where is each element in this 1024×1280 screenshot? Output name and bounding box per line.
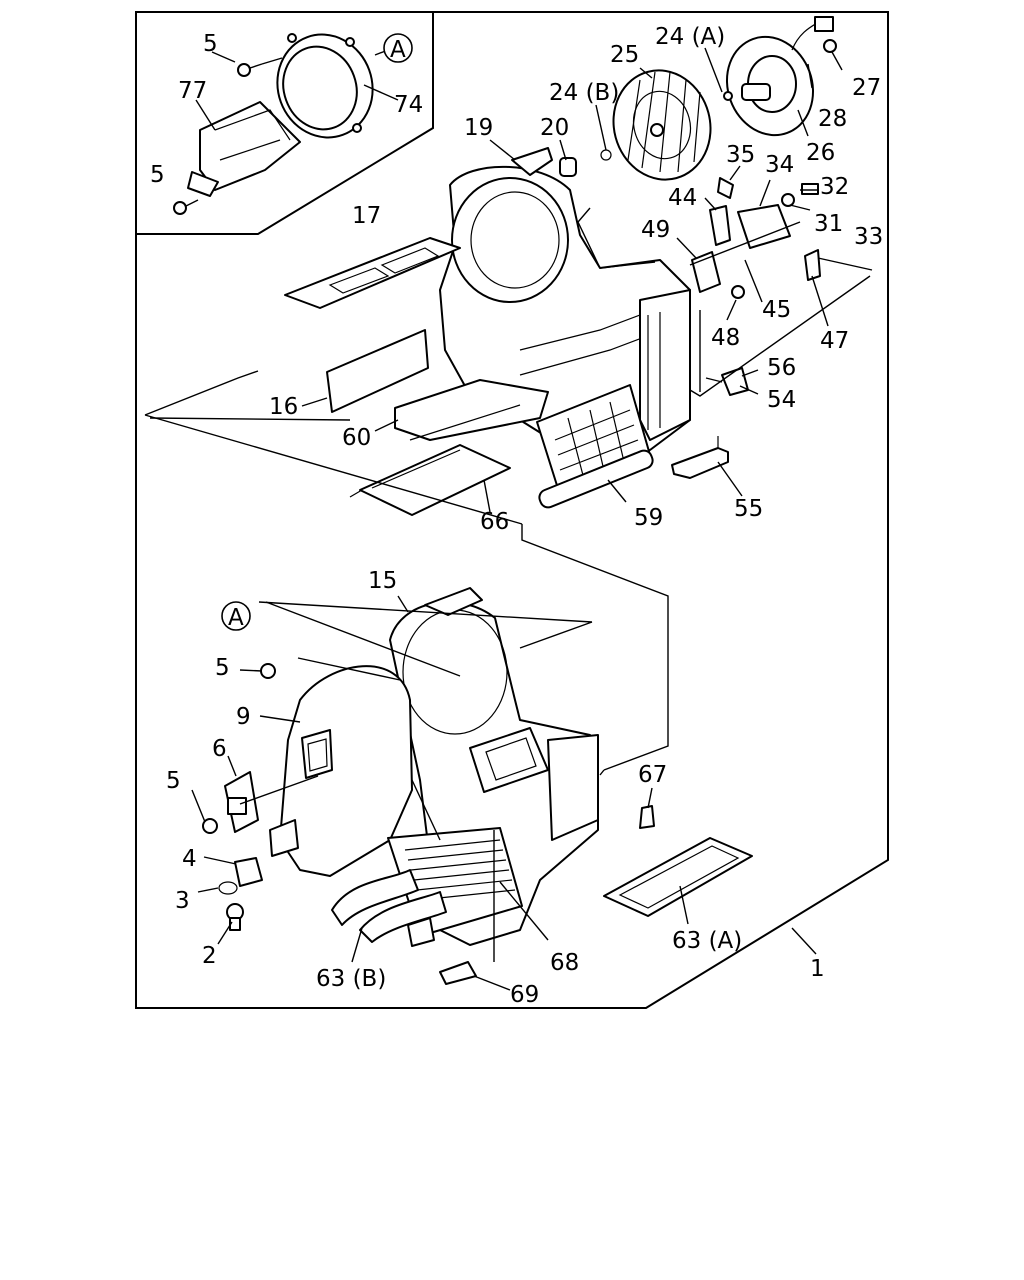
label-60: 60 xyxy=(342,425,371,451)
label-24b: 24 (B) xyxy=(549,80,619,106)
label-32: 32 xyxy=(820,174,849,200)
label-4: 4 xyxy=(182,846,197,872)
label-67: 67 xyxy=(638,762,667,788)
label-17: 17 xyxy=(352,203,381,229)
label-5-main-top: 5 xyxy=(215,655,230,681)
label-16: 16 xyxy=(269,394,298,420)
outer-frame xyxy=(135,11,889,1009)
label-1: 1 xyxy=(810,956,825,982)
leader-lines-lower xyxy=(191,595,817,991)
lower-case-assembly xyxy=(202,587,753,985)
label-35: 35 xyxy=(726,142,755,168)
label-27: 27 xyxy=(852,75,881,101)
leader-lines-upper xyxy=(144,47,871,771)
label-2: 2 xyxy=(202,943,217,969)
label-59: 59 xyxy=(634,505,663,531)
blower-fan xyxy=(612,69,712,181)
callout-a-circle-main xyxy=(221,601,251,631)
label-25: 25 xyxy=(610,42,639,68)
label-28: 28 xyxy=(818,106,847,132)
inset-detail-a xyxy=(173,33,374,215)
label-44: 44 xyxy=(668,185,697,211)
label-48: 48 xyxy=(711,325,740,351)
upper-case-assembly xyxy=(284,16,873,516)
label-24a: 24 (A) xyxy=(655,24,725,50)
callout-a-inset: A xyxy=(390,37,406,63)
label-5-main-bottom: 5 xyxy=(166,768,181,794)
label-63b: 63 (B) xyxy=(316,966,386,992)
seal-63a xyxy=(603,837,753,917)
label-26: 26 xyxy=(806,140,835,166)
label-77: 77 xyxy=(178,78,207,104)
label-69: 69 xyxy=(510,982,539,1008)
label-66: 66 xyxy=(480,509,509,535)
label-54: 54 xyxy=(767,387,796,413)
label-5-inset-top: 5 xyxy=(203,31,218,57)
label-55: 55 xyxy=(734,496,763,522)
label-47: 47 xyxy=(820,328,849,354)
label-34: 34 xyxy=(765,152,794,178)
inset-frame xyxy=(135,11,434,235)
label-56: 56 xyxy=(767,355,796,381)
label-45: 45 xyxy=(762,297,791,323)
label-5-inset-bottom: 5 xyxy=(150,162,165,188)
label-15: 15 xyxy=(368,568,397,594)
label-6: 6 xyxy=(212,736,227,762)
label-19: 19 xyxy=(464,115,493,141)
label-20: 20 xyxy=(540,115,569,141)
label-9: 9 xyxy=(236,704,251,730)
callout-a-main: A xyxy=(228,605,244,631)
callout-a-circle-inset xyxy=(383,33,413,63)
label-63a: 63 (A) xyxy=(672,928,742,954)
label-33: 33 xyxy=(854,224,883,250)
label-49: 49 xyxy=(641,217,670,243)
label-3: 3 xyxy=(175,888,190,914)
label-74: 74 xyxy=(394,92,423,118)
part-labels: 5 77 74 5 24 (A) 25 24 (B) 27 28 26 19 2… xyxy=(150,24,883,1008)
label-68: 68 xyxy=(550,950,579,976)
label-31: 31 xyxy=(814,211,843,237)
